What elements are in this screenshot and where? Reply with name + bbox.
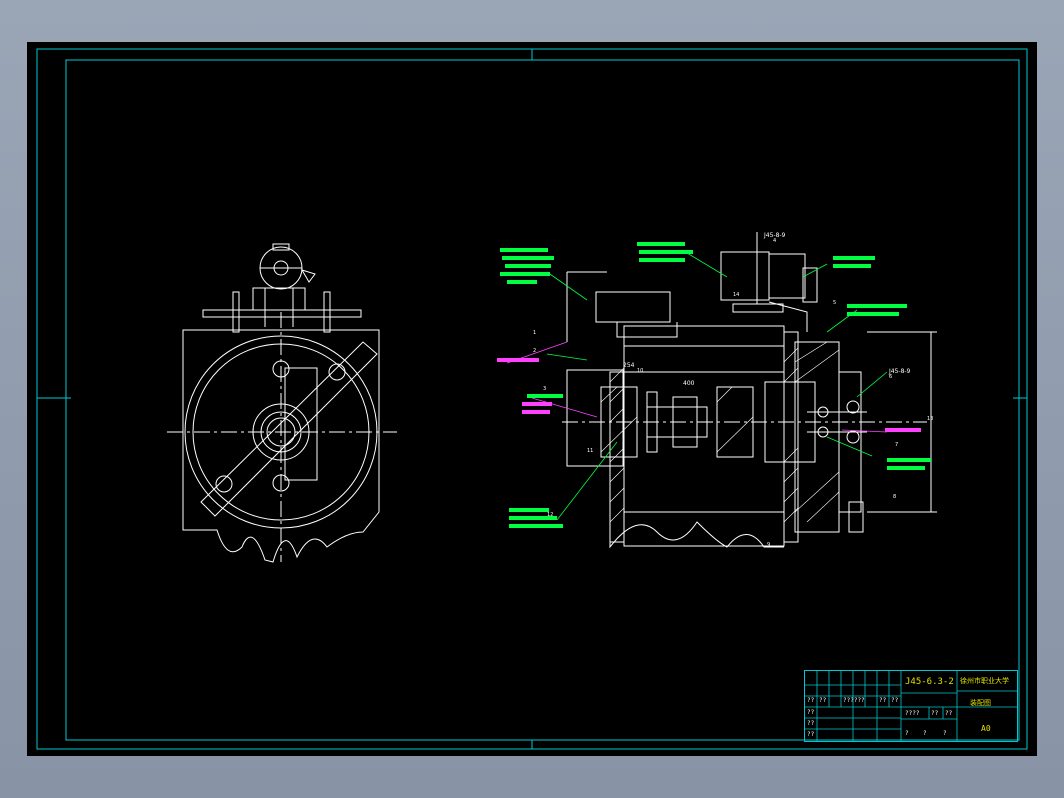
tb-sheet-1: ? [905, 730, 909, 737]
tb-cell-7: ?? [807, 720, 815, 727]
part-number-label: 14 [733, 292, 740, 298]
dimension-left: 254 [623, 362, 635, 369]
part-number-label: 2 [533, 348, 537, 354]
outer-frame [36, 48, 1028, 750]
part-number-label: 1 [533, 330, 537, 336]
part-number-label: 9 [767, 542, 771, 548]
tb-scale-1: ???? [905, 710, 920, 717]
tb-cell-1: ?? [807, 697, 815, 704]
part-number-label: 11 [587, 448, 594, 454]
part-number-label: 4 [773, 238, 777, 244]
tb-cell-8: ?? [807, 731, 815, 738]
part-number-label: 7 [895, 442, 899, 448]
title-block: J45-6.3-2 徐州市职业大学 装配图 A0 ?? ?? ?????? ??… [804, 670, 1018, 742]
drawing-number: J45-6.3-2 [905, 677, 954, 687]
part-number-label: 5 [833, 300, 837, 306]
section-hatching [600, 341, 840, 523]
tb-cell-3: ?????? [843, 697, 865, 704]
part-number-label: 13 [927, 416, 934, 422]
part-number-label: 6 [889, 374, 893, 380]
tb-cell-6: ?? [807, 709, 815, 716]
part-number-label: 8 [893, 494, 897, 500]
tb-scale-3: ?? [945, 710, 953, 717]
part-number-label: 3 [543, 386, 547, 392]
tb-sheet-3: ? [943, 730, 947, 737]
tb-cell-5: ?? [891, 697, 899, 704]
part-number-label: 12 [547, 512, 554, 518]
tb-scale-2: ?? [931, 710, 939, 717]
annotation-notes [500, 242, 931, 528]
tb-cell-4: ?? [879, 697, 887, 704]
part-number-label: 10 [637, 368, 644, 374]
school-name: 徐州市职业大学 [960, 677, 1009, 685]
top-motor-note: J45-8-9 [764, 232, 786, 239]
dimension-mid: 400 [683, 380, 695, 387]
drawing-canvas[interactable]: J45-8-9 J45-8-9 254 400 J45-6.3-2 徐州市职业大… [27, 42, 1037, 756]
tb-sheet-2: ? [923, 730, 927, 737]
title-block-grid [805, 671, 1017, 741]
section-view [562, 232, 937, 549]
tb-cell-2: ?? [819, 697, 827, 704]
drawing-name: 装配图 [970, 699, 991, 707]
leader-lines [546, 249, 888, 521]
top-left-note: J45-8-9 [889, 368, 911, 375]
paper-size: A0 [981, 724, 991, 733]
inner-frame [65, 59, 1020, 741]
magenta-notes [497, 358, 921, 432]
cad-drawing [36, 48, 1028, 750]
front-view [167, 243, 397, 563]
